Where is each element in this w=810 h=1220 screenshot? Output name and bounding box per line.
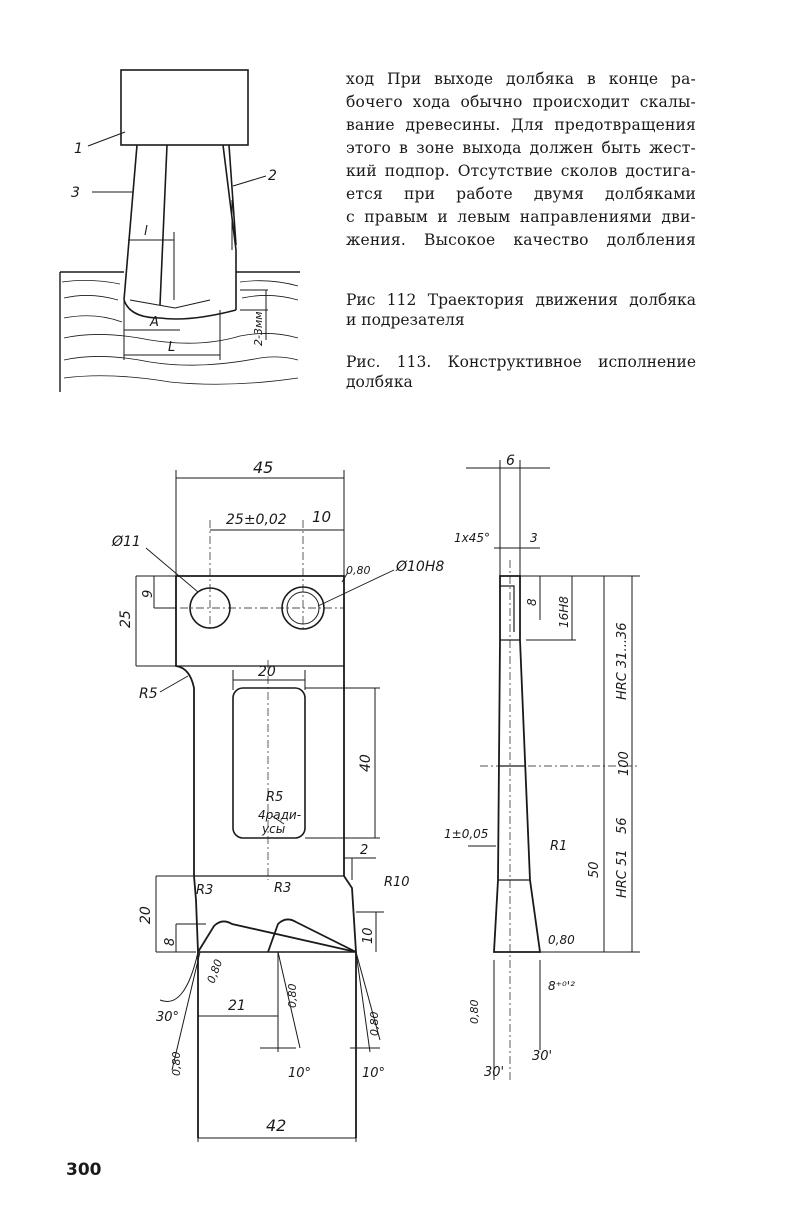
- dim-8-tol: 8⁺⁰'²: [548, 979, 575, 993]
- fig112-label-1: 1: [74, 141, 83, 157]
- radius-r3-right: R3: [274, 881, 291, 896]
- dim-hole-dia-right: Ø10H8: [395, 559, 444, 575]
- fig112-label-A: A: [149, 315, 159, 330]
- body-text-line: жения. Высокое качество долбления: [346, 231, 696, 249]
- slot-note-1: 4ради-: [258, 808, 301, 822]
- fig112-label-L: L: [168, 340, 175, 355]
- dim-hole-spacing: 25±0,02: [226, 512, 287, 528]
- body-text-line: этого в зоне выхода должен быть жест-: [346, 139, 696, 157]
- page-number: 300: [66, 1160, 102, 1180]
- radius-r5-left: R5: [139, 686, 158, 702]
- dim-20: 20: [138, 906, 154, 924]
- figure-112-caption: Рис 112 Траектория движения долбяка и по…: [346, 290, 696, 330]
- figure-113-caption: Рис. 113. Конструктивное исполнение долб…: [346, 352, 696, 392]
- angle-30-right: 30': [532, 1049, 552, 1064]
- dim-hole-dia-left: Ø11: [111, 534, 141, 550]
- dim-2: 2: [360, 843, 368, 858]
- angle-10-b: 10°: [362, 1066, 385, 1081]
- dim-thickness: 6: [506, 453, 515, 469]
- roughness-side: 0,80: [548, 933, 575, 947]
- roughness-c: 0,80: [368, 1012, 381, 1037]
- dim-50: 50: [587, 861, 602, 878]
- radius-r1: R1: [550, 839, 567, 854]
- dim-25: 25: [118, 610, 134, 628]
- dim-9: 9: [141, 590, 156, 598]
- dim-hole-edge: 10: [312, 508, 331, 526]
- dim-width-top: 45: [253, 458, 273, 477]
- len-100: 100: [617, 751, 632, 776]
- dim-width-bottom: 42: [266, 1116, 286, 1135]
- dim-tol-1: 1±0,05: [444, 827, 488, 841]
- body-text-line: кий подпор. Отсутствие сколов достига-: [346, 162, 696, 180]
- dim-slot-width: 20: [258, 664, 276, 680]
- body-text-line: вание древесины. Для предотвращения: [346, 116, 696, 134]
- roughness-b: 0,80: [286, 984, 299, 1009]
- dim-side-8: 8: [525, 598, 539, 606]
- hrc-51-56: HRC 51: [615, 849, 630, 898]
- dim-chamfer: 1x45°: [454, 531, 490, 545]
- roughness-top: 0,80: [346, 564, 371, 577]
- dim-16h8: 16H8: [557, 596, 571, 628]
- body-text-line: с правым и левым направлениями дви-: [346, 208, 696, 226]
- caption-line: Рис. 113. Конструктивное исполнение: [346, 353, 696, 371]
- radius-r10: R10: [384, 875, 410, 890]
- slot-radius: R5: [266, 790, 283, 805]
- body-text-line: бочего хода обычно происходит скалы-: [346, 93, 696, 111]
- fig112-label-2-3mm: 2-3мм: [252, 311, 265, 346]
- radius-r3-left: R3: [196, 883, 213, 898]
- dim-10: 10: [361, 927, 376, 944]
- body-text-line: ход При выходе долбяка в конце ра-: [346, 70, 696, 88]
- slot-note-2: усы: [261, 822, 285, 836]
- dim-slot-height: 40: [358, 754, 374, 772]
- dim-8: 8: [163, 938, 178, 946]
- caption-line: Рис 112 Траектория движения долбяка: [346, 291, 696, 309]
- caption-line: долбяка: [346, 373, 413, 391]
- angle-30: 30°: [156, 1010, 179, 1025]
- fig112-label-2: 2: [268, 168, 277, 184]
- dim-3: 3: [530, 531, 538, 545]
- body-text-line: ется при работе двумя долбяками: [346, 185, 696, 203]
- roughness-bottom: 0,80: [468, 1000, 481, 1025]
- dim-tooth-pitch: 21: [228, 998, 246, 1014]
- fig112-label-l: l: [144, 224, 148, 239]
- roughness-d: 0,80: [170, 1052, 183, 1077]
- hrc-31-36: HRC 31...36: [615, 623, 630, 701]
- roughness-a: 0,80: [205, 958, 226, 985]
- angle-30-left: 30': [484, 1065, 504, 1080]
- caption-line: и подрезателя: [346, 311, 465, 329]
- fig112-label-3: 3: [71, 185, 80, 201]
- body-text: ход При выходе долбяка в конце ра- бочег…: [346, 68, 696, 252]
- dim-56: 56: [615, 817, 630, 834]
- angle-10-a: 10°: [288, 1066, 311, 1081]
